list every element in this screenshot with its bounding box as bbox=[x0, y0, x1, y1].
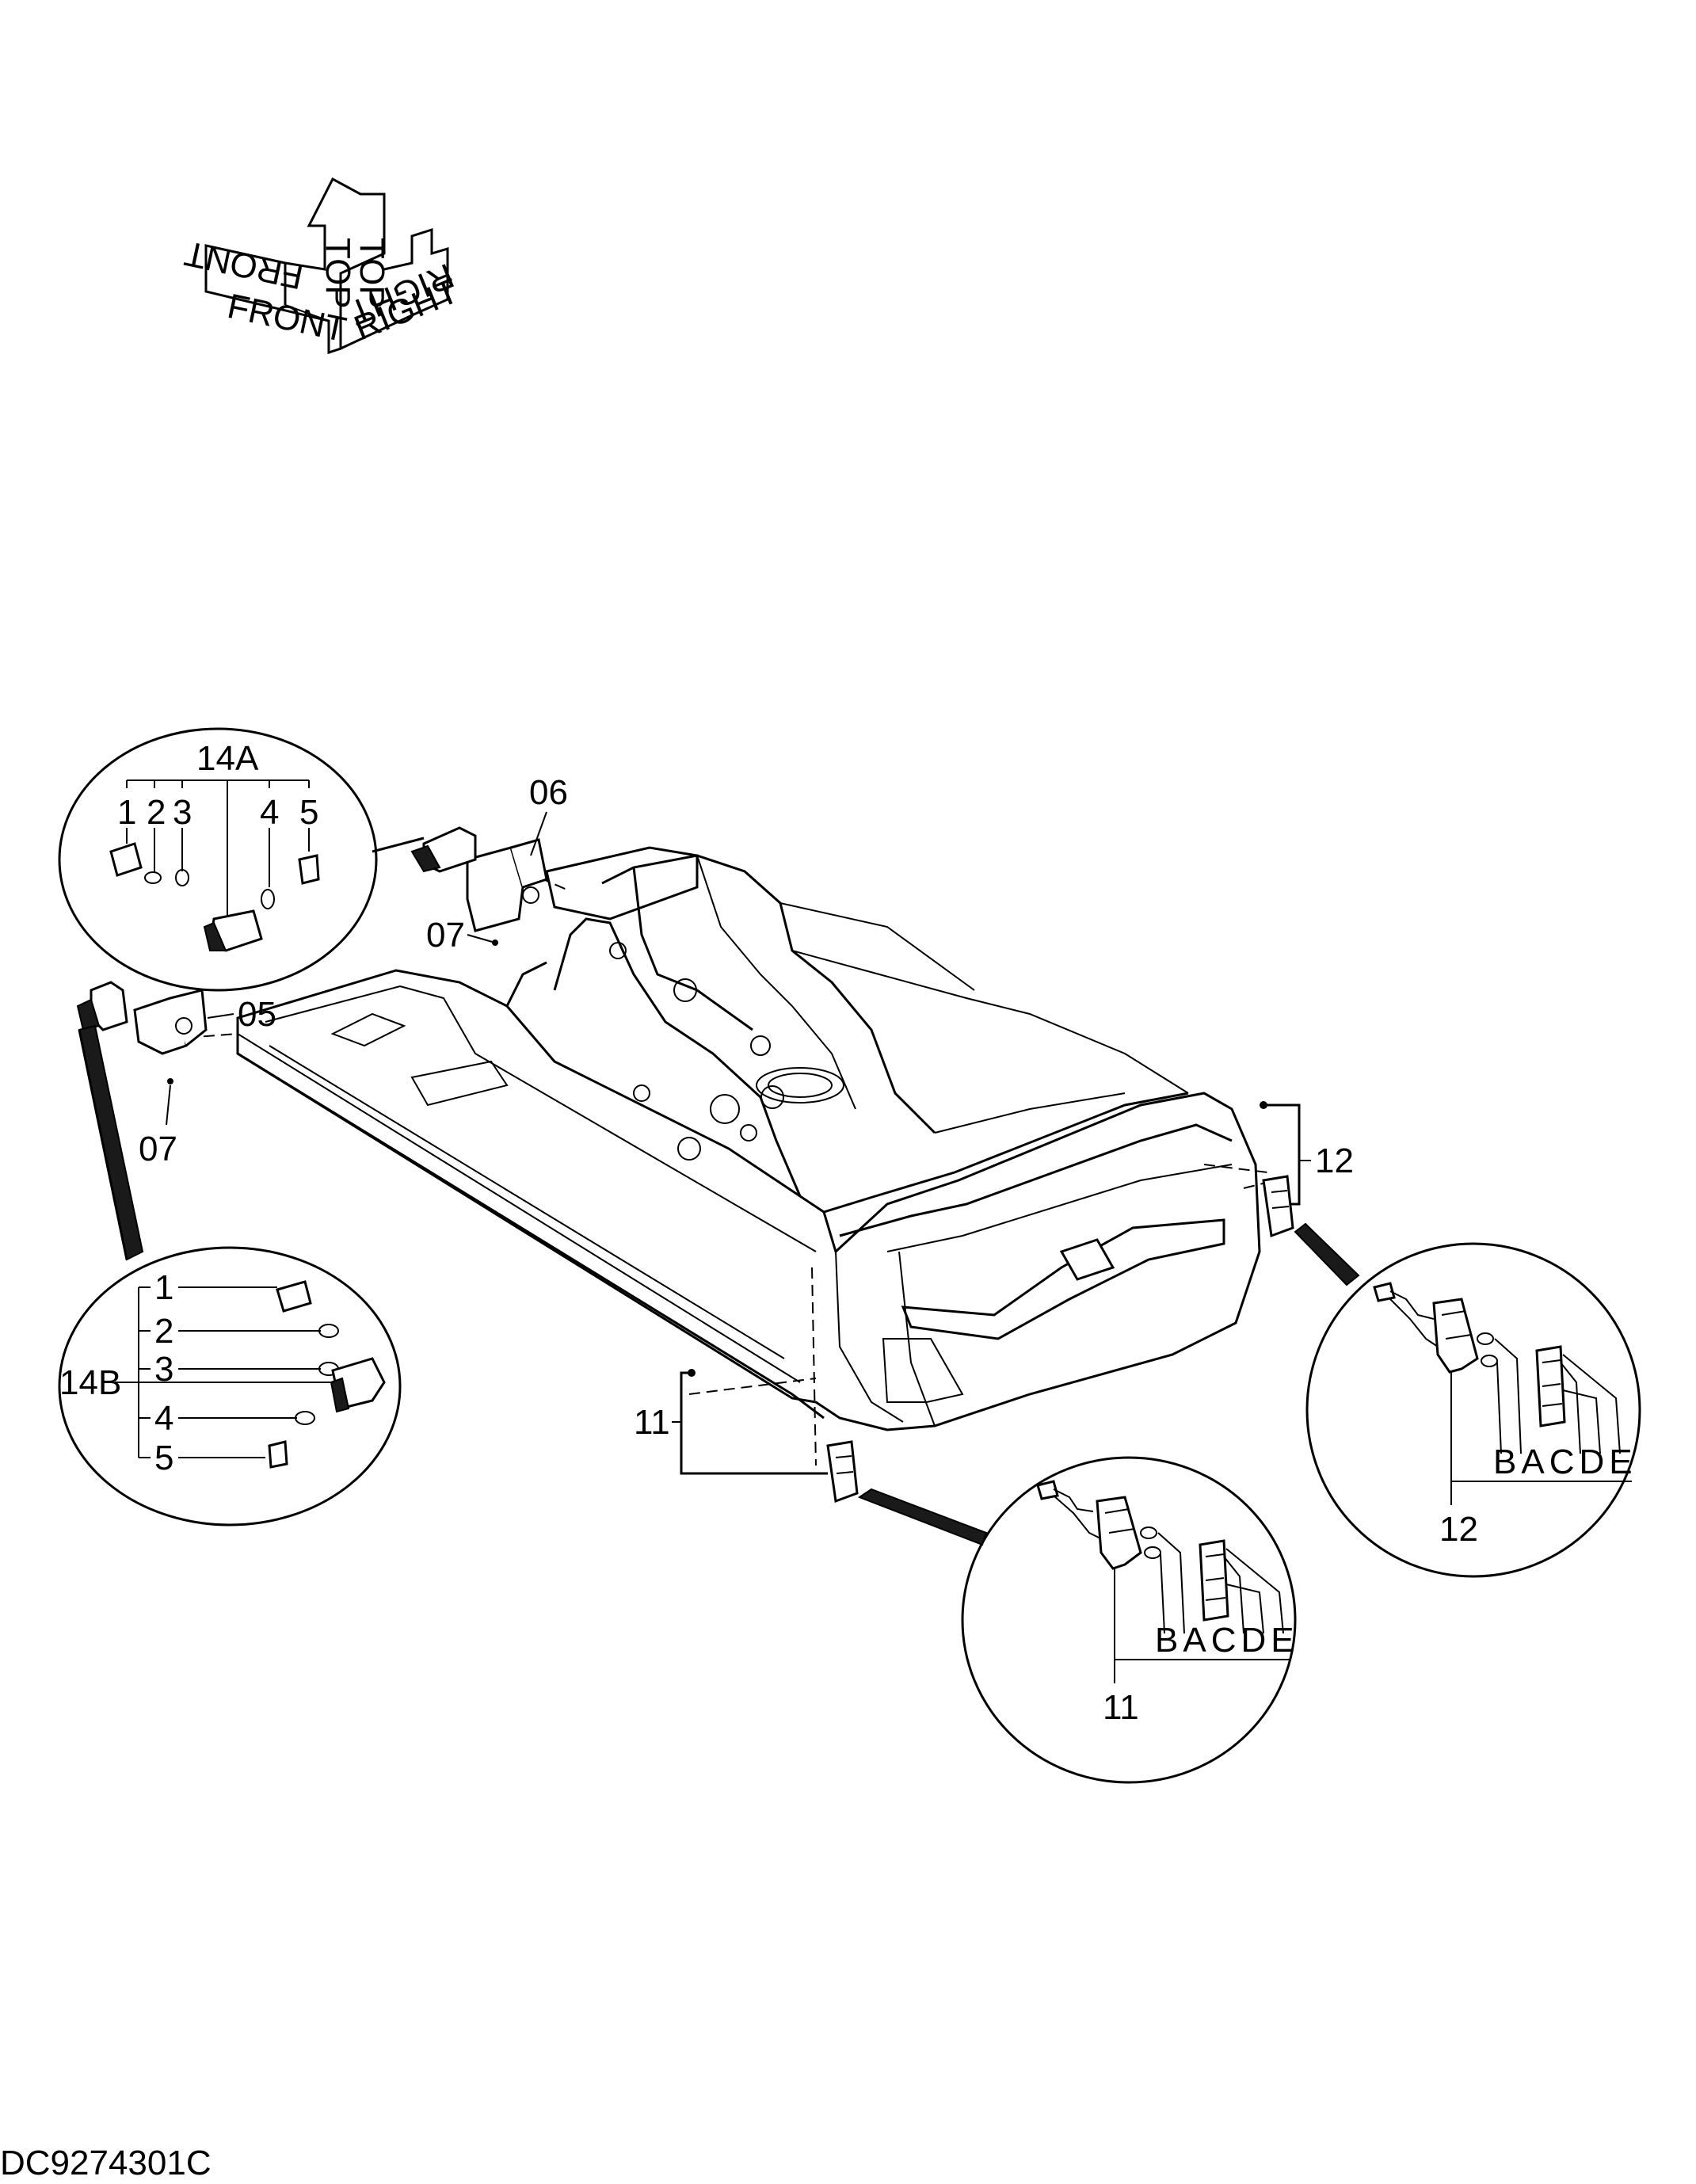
detail-12-bubble: BACDE 12 bbox=[1294, 1222, 1641, 1578]
orientation-top-label: TOP bbox=[318, 238, 357, 309]
detail-12-title: 12 bbox=[1439, 1510, 1478, 1549]
detail-14a-item-2: 2 bbox=[147, 793, 166, 832]
detail-14a-item-4: 4 bbox=[260, 793, 279, 832]
detail-14a-item-5: 5 bbox=[299, 793, 318, 832]
rear-lamp-11-mounted: 11 bbox=[634, 1369, 859, 1504]
upper-frame-assembly bbox=[185, 846, 1276, 1466]
callout-12: 12 bbox=[1315, 1142, 1354, 1180]
detail-14b-bubble: 1 2 3 4 5 14B bbox=[58, 1024, 402, 1527]
work-light-14b-mounted bbox=[76, 981, 128, 1031]
detail-12-letters: BACDE bbox=[1493, 1443, 1637, 1481]
detail-14a-bubble: 14A 1 2 3 4 5 bbox=[58, 727, 425, 992]
detail-14b-item-5: 5 bbox=[154, 1439, 173, 1477]
rear-lamp-12-mounted: 12 bbox=[1260, 1101, 1354, 1238]
work-light-14a-mounted bbox=[410, 826, 477, 873]
callout-11: 11 bbox=[634, 1403, 670, 1442]
callout-07-top: 07 bbox=[426, 916, 465, 955]
detail-14b-item-4: 4 bbox=[154, 1399, 173, 1438]
detail-14b-item-2: 2 bbox=[154, 1312, 173, 1351]
detail-14a-title: 14A bbox=[196, 739, 259, 778]
drawing-code: DC9274301C bbox=[0, 2144, 212, 2180]
orientation-front-mirror-label: FRONT bbox=[181, 234, 307, 296]
detail-11-bubble: BACDE 11 bbox=[857, 1456, 1299, 1784]
detail-11-title: 11 bbox=[1103, 1688, 1139, 1727]
callout-06: 06 bbox=[529, 773, 568, 812]
detail-14a-item-3: 3 bbox=[173, 793, 192, 832]
callout-05: 05 bbox=[238, 995, 276, 1034]
bracket-05: 05 07 bbox=[133, 989, 276, 1168]
detail-14a-item-1: 1 bbox=[117, 793, 136, 832]
bracket-06: 06 07 bbox=[426, 773, 568, 955]
orientation-indicator: FRONT FRONT TOP TOP RIGHT RIGHT bbox=[181, 177, 464, 355]
orientation-top-mirror-label: TOP bbox=[353, 238, 391, 309]
detail-11-letters: BACDE bbox=[1155, 1621, 1299, 1660]
callout-07-left: 07 bbox=[139, 1130, 177, 1168]
detail-14b-title: 14B bbox=[59, 1363, 121, 1402]
detail-14b-item-1: 1 bbox=[154, 1268, 173, 1307]
